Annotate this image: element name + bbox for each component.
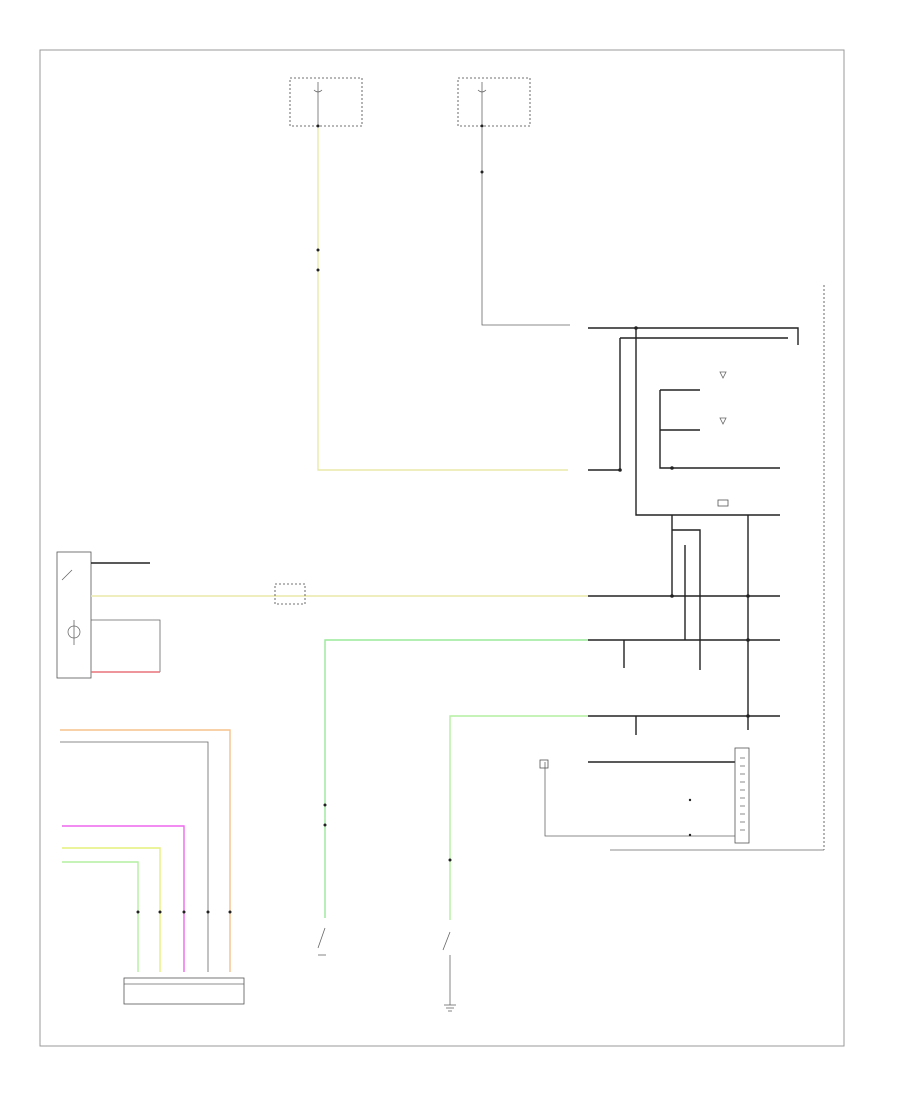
switch-lower-left xyxy=(317,927,326,956)
switch-box-left xyxy=(56,551,92,679)
diagram-frame xyxy=(39,49,845,1047)
ground-symbol xyxy=(444,1004,456,1012)
wire-light-green xyxy=(449,715,588,920)
wire-orange xyxy=(60,729,231,972)
fuse-box-top-left xyxy=(289,77,363,128)
fuse-box-top-right xyxy=(457,77,531,128)
wire-thin-module-box xyxy=(544,762,735,837)
wire-green-long xyxy=(324,639,588,918)
wire-thin-loop xyxy=(91,619,161,672)
bottom-left-connector xyxy=(123,977,245,1005)
wire-thin-gray xyxy=(60,741,209,972)
wire-lime xyxy=(62,847,161,972)
switch-lower-right xyxy=(442,931,451,1005)
wire-pink xyxy=(62,825,185,972)
wire-light-green-harness xyxy=(62,861,139,972)
indicator-symbols xyxy=(717,371,729,507)
wire-yellow-main xyxy=(317,128,568,471)
control-module-connector xyxy=(734,747,750,844)
wire-thin-top-right xyxy=(481,128,570,326)
black-wire-network xyxy=(588,326,799,763)
